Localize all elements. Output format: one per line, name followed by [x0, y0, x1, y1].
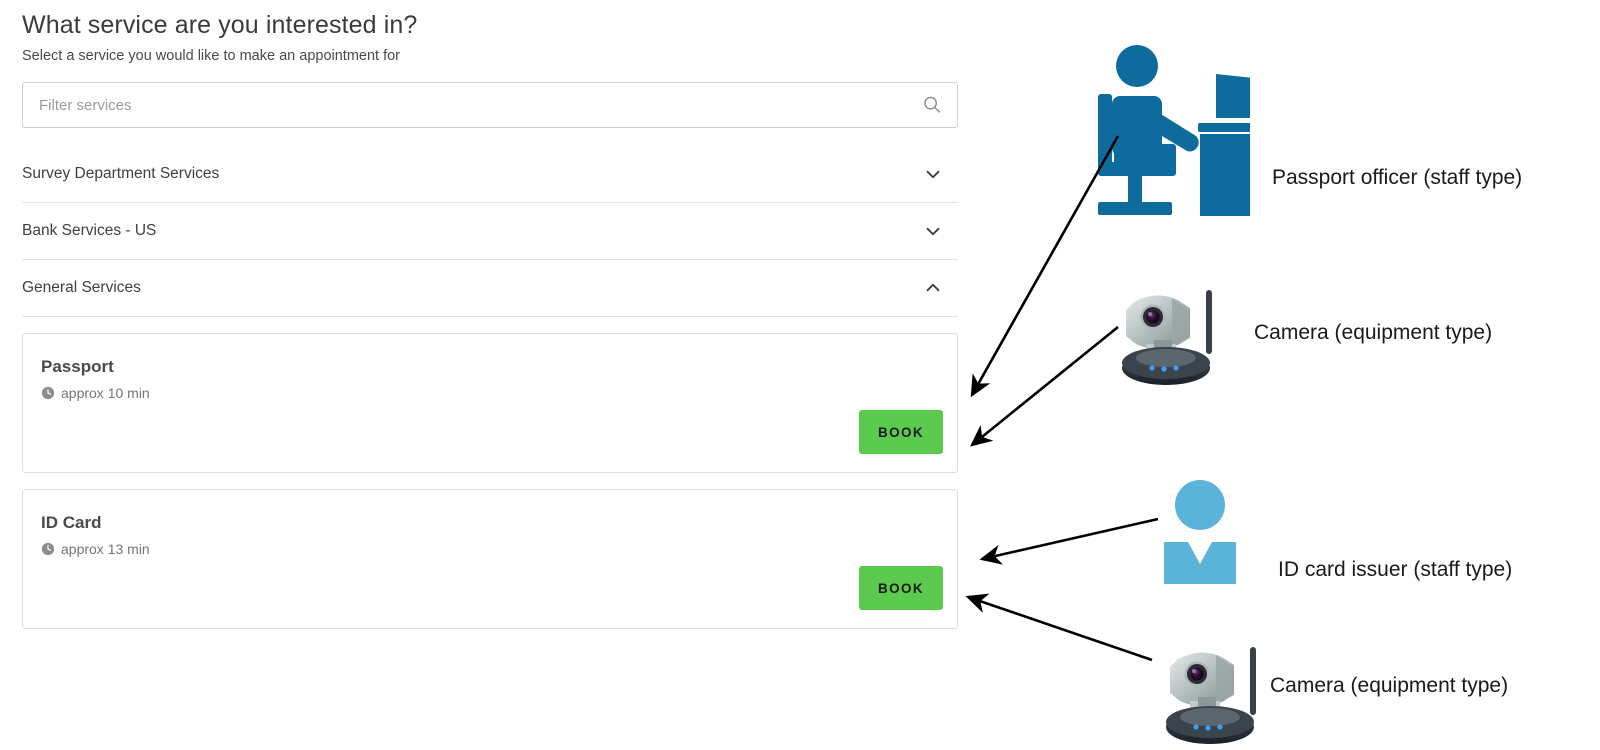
- arrow-camera-to-id-card-book: [965, 593, 1153, 662]
- service-duration-label: approx 13 min: [61, 541, 150, 557]
- service-card-list: Passport approx 10 min BOOK ID Card ap: [22, 333, 960, 629]
- chevron-down-icon[interactable]: [922, 220, 944, 242]
- service-duration: approx 13 min: [41, 540, 150, 558]
- chevron-down-icon[interactable]: [922, 163, 944, 185]
- page-subtitle: Select a service you would like to make …: [22, 48, 401, 64]
- filter-services-field[interactable]: [22, 82, 958, 128]
- accordion-group-bank-services-us[interactable]: Bank Services - US: [22, 203, 958, 260]
- ip-camera-icon: [1166, 647, 1256, 744]
- arrow-camera-to-passport-book: [969, 325, 1119, 447]
- annotation-label-camera-bottom: Camera (equipment type): [1270, 674, 1509, 697]
- chevron-up-icon[interactable]: [922, 277, 944, 299]
- service-card-passport[interactable]: Passport approx 10 min BOOK: [22, 333, 958, 473]
- accordion-group-label: General Services: [22, 279, 141, 296]
- search-input[interactable]: [23, 83, 957, 127]
- service-duration: approx 10 min: [41, 384, 150, 402]
- arrow-issuer-to-id-card: [979, 517, 1159, 565]
- booking-panel: What service are you interested in? Sele…: [22, 8, 960, 645]
- accordion-group-label: Survey Department Services: [22, 165, 220, 182]
- book-button-id-card[interactable]: BOOK: [859, 566, 943, 610]
- service-card-id-card[interactable]: ID Card approx 13 min BOOK: [22, 489, 958, 629]
- ip-camera-icon: [1122, 290, 1212, 385]
- service-name: Passport: [41, 357, 114, 376]
- service-duration-label: approx 10 min: [61, 385, 150, 401]
- desk-officer-icon: [1098, 45, 1250, 216]
- annotation-label-camera-top: Camera (equipment type): [1254, 321, 1493, 344]
- book-button-passport[interactable]: BOOK: [859, 410, 943, 454]
- annotation-label-id-card-issuer: ID card issuer (staff type): [1278, 558, 1513, 581]
- service-name: ID Card: [41, 513, 102, 532]
- accordion-group-general-services[interactable]: General Services: [22, 260, 958, 317]
- annotation-label-passport-officer: Passport officer (staff type): [1272, 166, 1523, 189]
- clock-icon: [41, 542, 55, 556]
- service-group-accordion: Survey Department Services Bank Services…: [22, 146, 958, 317]
- accordion-group-survey-department-services[interactable]: Survey Department Services: [22, 146, 958, 203]
- person-avatar-icon: [1164, 480, 1236, 584]
- clock-icon: [41, 386, 55, 400]
- page-title: What service are you interested in?: [22, 11, 418, 39]
- accordion-group-label: Bank Services - US: [22, 222, 157, 239]
